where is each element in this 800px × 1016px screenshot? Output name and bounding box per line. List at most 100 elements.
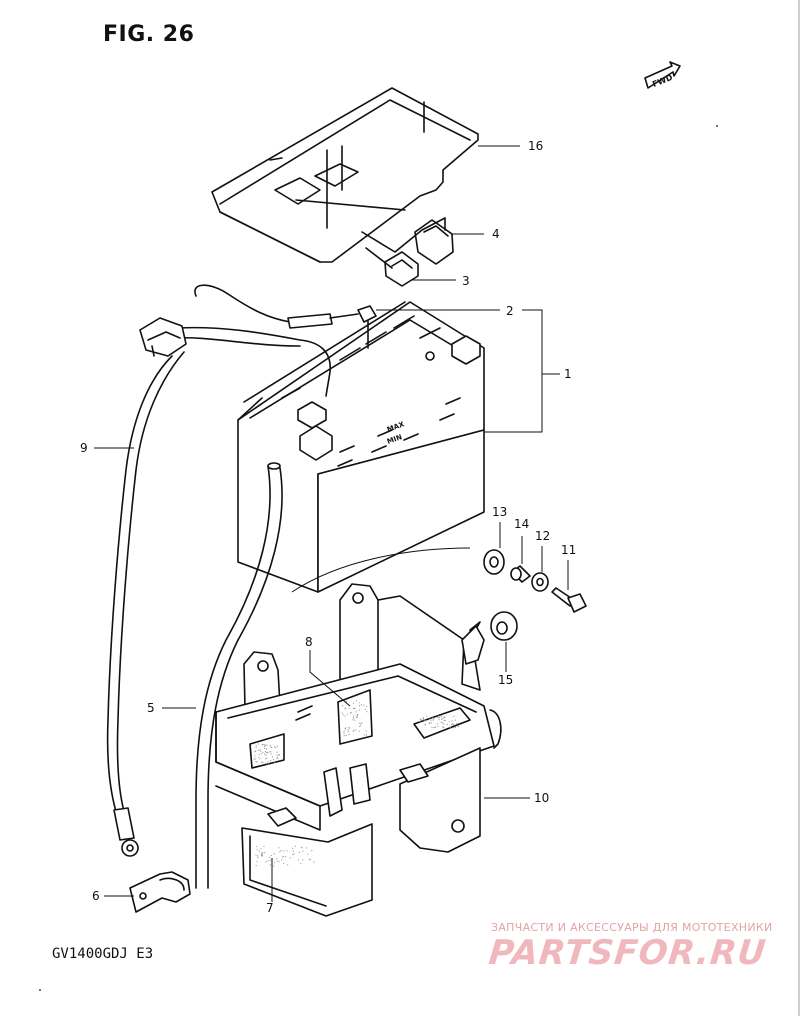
- stipple-dot: [257, 855, 259, 857]
- stipple-dot: [300, 862, 302, 865]
- stipple-dot: [257, 856, 259, 858]
- stipple-dot: [280, 849, 282, 852]
- stipple-dot: [449, 726, 451, 728]
- stipple-dot: [348, 727, 350, 729]
- stipple-dot: [263, 753, 266, 755]
- callout-5: 5: [147, 701, 155, 715]
- stipple-dot: [353, 730, 355, 733]
- stipple-dot: [347, 731, 349, 733]
- stipple-dot: [432, 719, 434, 721]
- stipple-dot: [281, 859, 283, 861]
- breather-hose: [195, 462, 283, 889]
- stipple-dot: [342, 705, 344, 707]
- stipple-dot: [453, 715, 455, 717]
- collar-14: [510, 565, 531, 583]
- stipple-dot: [359, 722, 361, 724]
- strap-buckle-lower: [384, 251, 419, 287]
- stipple-dot: [262, 762, 264, 764]
- stipple-dot: [358, 709, 361, 711]
- stipple-dot: [263, 744, 265, 746]
- stipple-dot: [260, 854, 263, 856]
- stipple-dot: [278, 847, 280, 849]
- stipple-dot: [356, 715, 358, 717]
- callout-numbers: 16 4 3 2 1 9 13 14 12 11 15 8 5 10 6 7: [80, 139, 576, 915]
- wire-coupler: [139, 317, 187, 357]
- stipple-dot: [442, 723, 445, 725]
- stipple-dot: [353, 702, 355, 704]
- callout-9: 9: [80, 441, 88, 455]
- stipple-dot: [260, 750, 262, 752]
- stipple-dot: [263, 845, 265, 847]
- callout-1: 1: [564, 367, 572, 381]
- page-edge: [798, 0, 800, 1016]
- stipple-dot: [349, 712, 351, 714]
- stipple-dot: [360, 722, 362, 724]
- stipple-dot: [422, 719, 425, 721]
- stipple-dot: [278, 861, 280, 863]
- stipple-dot: [276, 745, 278, 747]
- stipple-dot: [270, 854, 272, 857]
- stipple-dot: [292, 854, 294, 856]
- stipple-dot: [437, 717, 440, 719]
- stipple-dot: [454, 719, 457, 721]
- stipple-dot: [442, 718, 444, 720]
- stipple-dot: [265, 763, 267, 765]
- stipple-dot: [272, 759, 275, 761]
- stipple-dot: [297, 859, 299, 861]
- stipple-dot: [432, 717, 434, 719]
- model-code: GV1400GDJ E3: [52, 946, 154, 962]
- stipple-dot: [441, 716, 443, 718]
- stipple-dot: [344, 715, 346, 717]
- stipple-dot: [345, 734, 347, 737]
- stipple-dot: [260, 848, 262, 850]
- stipple-dot: [355, 711, 357, 713]
- stipple-dot: [260, 852, 262, 854]
- stipple-dot: [283, 850, 285, 852]
- stipple-dot: [426, 715, 428, 717]
- stipple-dot: [452, 722, 454, 725]
- stipple-dot: [354, 719, 356, 721]
- stipple-dot: [347, 729, 349, 731]
- stipple-dot: [267, 761, 269, 763]
- stipple-dot: [308, 858, 310, 861]
- stipple-dot: [261, 761, 263, 763]
- stipple-dot: [356, 716, 358, 718]
- stipple-dot: [457, 725, 459, 728]
- stipple-dot: [364, 708, 366, 711]
- stipple-dot: [264, 852, 266, 854]
- stipple-dot: [302, 859, 304, 861]
- stipple-dot: [436, 723, 438, 725]
- callout-11: 11: [561, 543, 576, 557]
- stipple-dot: [301, 847, 303, 849]
- callout-7: 7: [266, 901, 274, 915]
- stipple-dot: [265, 754, 267, 756]
- stipple-dot: [365, 730, 367, 732]
- stipple-dot: [282, 856, 284, 858]
- stipple-dot: [283, 862, 285, 864]
- stipple-dot: [430, 719, 432, 721]
- stipple-dot: [276, 858, 278, 860]
- stipple-dot: [363, 734, 365, 736]
- stipple-dot: [363, 704, 365, 706]
- stipple-dot: [443, 717, 445, 719]
- watermark-logo: PARTSFOR.RU: [486, 933, 769, 973]
- stipple-dot: [269, 760, 272, 762]
- stipple-dot: [353, 715, 355, 717]
- stipple-dot: [440, 718, 443, 720]
- battery-holder: [215, 583, 502, 917]
- callout-12: 12: [535, 529, 550, 543]
- stipple-dot: [444, 719, 446, 722]
- stipple-dot: [298, 851, 301, 854]
- stipple-dot: [358, 702, 360, 704]
- stipple-dot: [265, 861, 267, 863]
- stipple-dot: [307, 853, 309, 855]
- stipple-dot: [344, 728, 346, 730]
- stipple-dot: [442, 726, 444, 728]
- callout-3: 3: [462, 274, 470, 288]
- callout-10: 10: [534, 791, 549, 805]
- stipple-dot: [440, 721, 442, 723]
- stipple-dot: [258, 850, 260, 852]
- stipple-dot: [264, 744, 266, 747]
- stipple-dot: [272, 756, 274, 758]
- grommet-13: [483, 549, 505, 575]
